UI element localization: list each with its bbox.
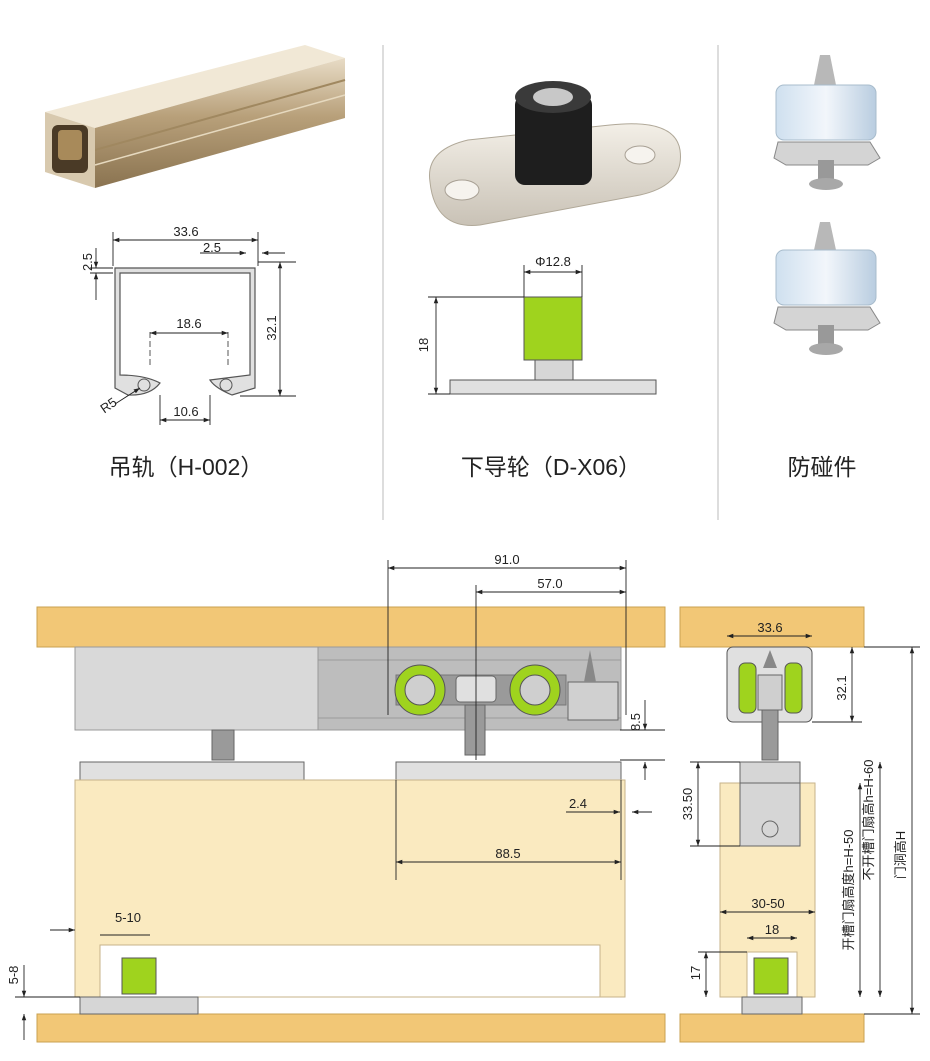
rail-dim-wall: 2.5 — [203, 240, 221, 255]
front-dim-wheel-span: 57.0 — [537, 576, 562, 591]
side-dim-door: 30-50 — [751, 896, 784, 911]
rail-dim-slot: 18.6 — [176, 316, 201, 331]
front-dim-bottom-gap: 5-8 — [6, 966, 21, 985]
rail-caption: 吊轨（H-002） — [109, 454, 264, 480]
rail-section-drawing — [90, 232, 296, 425]
guide-drawing — [428, 265, 657, 395]
front-dim-guide-offset: 5-10 — [115, 910, 141, 925]
side-dim-groove-width: 18 — [765, 922, 779, 937]
side-label-opening: 门洞高H — [893, 831, 908, 879]
guide-caption: 下导轮（D-X06） — [461, 454, 641, 480]
front-dim-total: 91.0 — [494, 552, 519, 567]
rail-photo — [45, 45, 346, 188]
rail-dim-radius: R5 — [97, 394, 119, 416]
side-assembly — [679, 606, 920, 1043]
side-dim-track-height: 32.1 — [834, 675, 849, 700]
front-dim-hang-gap: 8.5 — [628, 713, 643, 731]
side-dim-groove-depth: 17 — [688, 966, 703, 980]
rail-dim-width: 33.6 — [173, 224, 198, 239]
stopper-caption: 防碰件 — [788, 454, 857, 480]
stopper-photo-2 — [773, 222, 881, 355]
front-dim-offset: 2.4 — [569, 796, 587, 811]
guide-photo — [428, 81, 681, 226]
front-dim-wheel-edge: 88.5 — [495, 846, 520, 861]
guide-dim-diameter: Φ12.8 — [535, 254, 571, 269]
stopper-photo-1 — [773, 55, 881, 190]
rail-dim-gap: 10.6 — [173, 404, 198, 419]
side-dim-track-width: 33.6 — [757, 620, 782, 635]
side-label-ungrooved: 不开槽门扇高h=H-60 — [861, 760, 876, 881]
front-assembly — [15, 560, 666, 1043]
side-label-grooved: 开槽门扇高度h=H-50 — [841, 830, 856, 951]
rail-dim-height: 32.1 — [264, 315, 279, 340]
guide-dim-height: 18 — [416, 338, 431, 352]
rail-dim-lip: 2.5 — [80, 253, 95, 271]
side-dim-bracket: 33.50 — [680, 788, 695, 821]
